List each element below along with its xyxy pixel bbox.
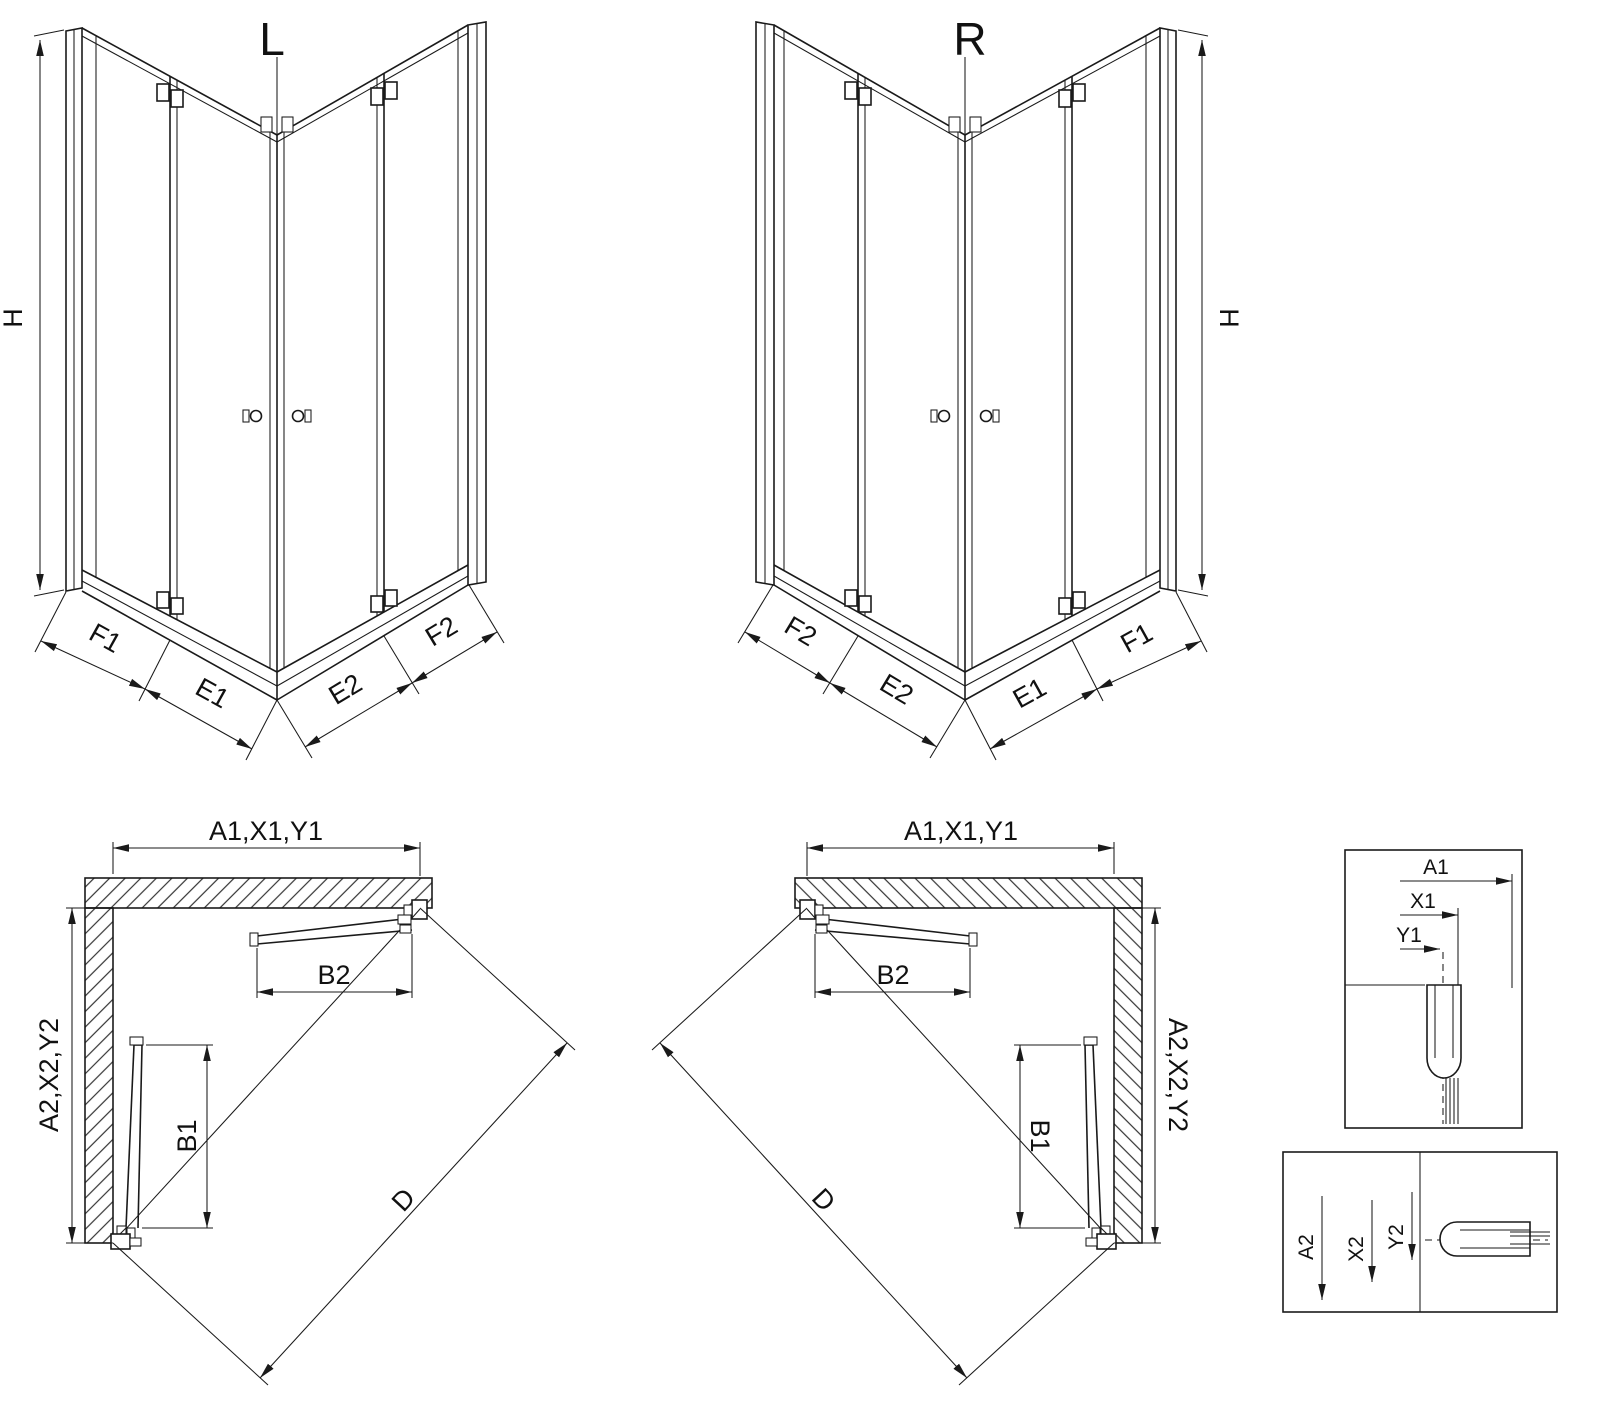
dim-label-h-left: H <box>0 308 28 328</box>
dim-label-b2-plan-left: B2 <box>317 960 350 990</box>
dim-label-y1-detail: Y1 <box>1396 924 1422 947</box>
dim-label-x1-detail: X1 <box>1410 890 1436 913</box>
dim-label-f2-left: F2 <box>420 610 462 652</box>
dim-label-e1-right: E1 <box>1008 672 1051 714</box>
dim-label-e1-left: E1 <box>191 672 234 714</box>
profile-detail-vertical: A2 X2 Y2 <box>1282 1151 1558 1313</box>
dim-label-h-right: H <box>1214 308 1244 328</box>
dim-label-width-plan-right: A1,X1,Y1 <box>904 816 1018 846</box>
view-label-right: R <box>953 13 986 65</box>
dim-label-d-plan-left: D <box>386 1183 421 1218</box>
dim-label-d-plan-right: D <box>806 1183 841 1218</box>
profile-detail-horizontal: A1 X1 Y1 <box>1344 849 1523 1129</box>
dim-label-y2-detail: Y2 <box>1385 1224 1408 1250</box>
dim-label-b1-plan-left: B1 <box>172 1119 202 1152</box>
dim-label-e2-left: E2 <box>323 668 367 711</box>
dim-label-b1-plan-right: B1 <box>1025 1119 1055 1152</box>
dim-label-a2-detail: A2 <box>1295 1234 1318 1260</box>
dim-label-a1-detail: A1 <box>1423 856 1449 879</box>
dim-label-depth-plan-left: A2,X2,Y2 <box>34 1018 64 1132</box>
dim-label-f1-left: F1 <box>84 617 126 659</box>
dim-label-width-plan-left: A1,X1,Y1 <box>209 816 323 846</box>
dim-label-f1-right: F1 <box>1116 617 1158 659</box>
dim-label-b2-plan-right: B2 <box>876 960 909 990</box>
plan-view-left <box>66 842 575 1385</box>
dim-label-f2-right: F2 <box>779 610 821 652</box>
dim-label-e2-right: E2 <box>875 668 919 711</box>
dim-label-x2-detail: X2 <box>1345 1236 1368 1262</box>
view-label-left: L <box>259 13 285 65</box>
dim-label-depth-plan-right: A2,X2,Y2 <box>1163 1018 1193 1132</box>
plan-view-right <box>652 842 1161 1385</box>
plan-left-labels: A1,X1,Y1 A2,X2,Y2 B2 B1 D <box>34 816 421 1217</box>
